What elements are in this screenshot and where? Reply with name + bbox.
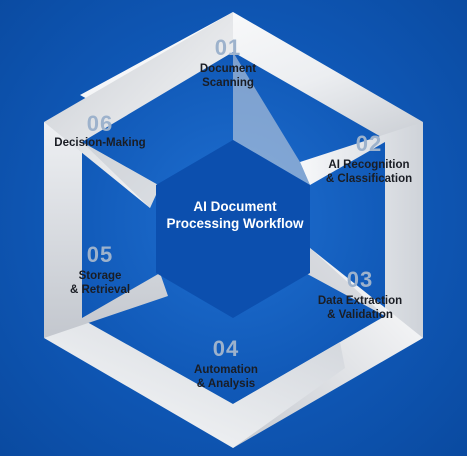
step-number: 01 xyxy=(214,35,242,60)
step-03: 03 Data Extraction & Validation xyxy=(295,268,425,322)
center-title: AI Document Processing Workflow xyxy=(166,199,304,231)
step-05: 05 Storage & Retrieval xyxy=(35,243,165,297)
step-label: AI Recognition & Classification xyxy=(325,159,413,185)
center-hexagon xyxy=(156,140,310,318)
ribbon-segment-05 xyxy=(44,122,168,338)
ribbon-segment-01 xyxy=(80,12,423,142)
ribbon-segment-02 xyxy=(300,122,423,338)
step-label: Automation & Analysis xyxy=(194,364,258,390)
step-04: 04 Automation & Analysis xyxy=(161,337,291,391)
step-number: 06 xyxy=(86,111,114,136)
step-number: 05 xyxy=(86,242,114,267)
step-number: 02 xyxy=(355,131,383,156)
step-01: 01 Document Scanning xyxy=(163,36,293,90)
step-number: 03 xyxy=(346,267,374,292)
step-06: 06 Decision-Making xyxy=(35,112,165,150)
ribbon-segment-04 xyxy=(44,318,345,448)
step-label: Storage & Retrieval xyxy=(69,270,131,296)
step-label: Document Scanning xyxy=(199,63,257,89)
step-number: 04 xyxy=(212,336,240,361)
step-label: Data Extraction & Validation xyxy=(317,295,403,321)
step-02: 02 AI Recognition & Classification xyxy=(304,132,434,186)
step-label: Decision-Making xyxy=(54,137,146,149)
ribbon-segment-06 xyxy=(44,12,233,208)
